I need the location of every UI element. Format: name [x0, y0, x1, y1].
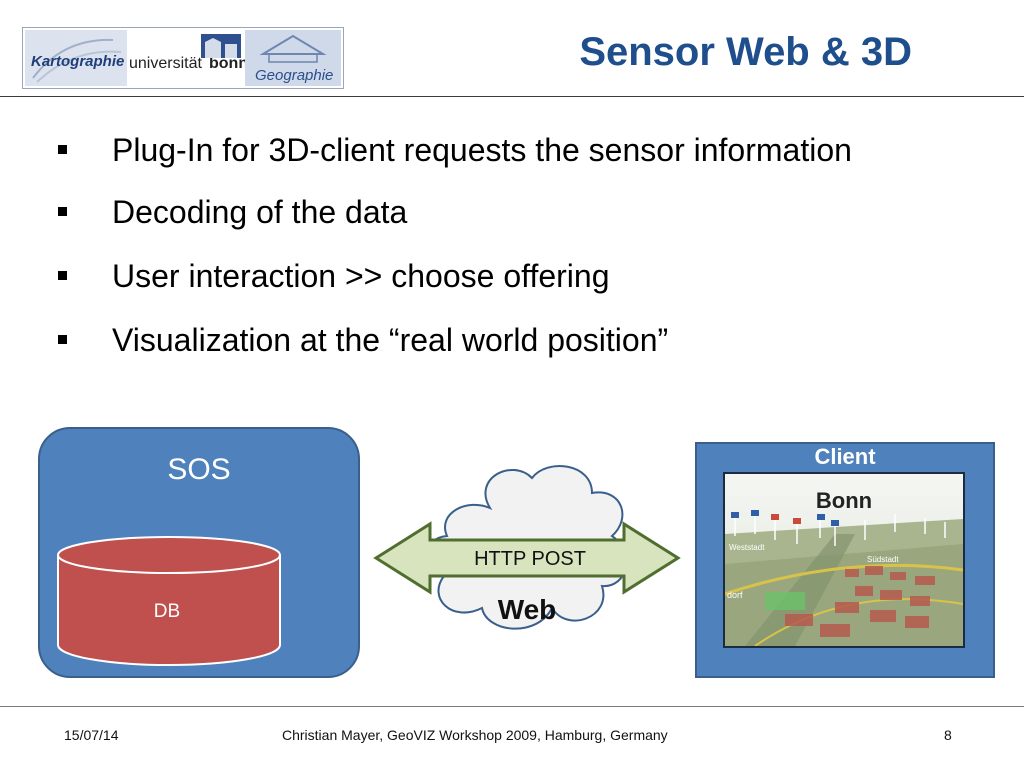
- logo-geographie-text: Geographie: [255, 67, 333, 84]
- bullet-square-icon: [58, 207, 67, 216]
- web-label: Web: [497, 594, 557, 625]
- header-divider: [0, 96, 1024, 97]
- bullet-item: User interaction >> choose offering: [58, 256, 958, 296]
- double-arrow-icon: [373, 521, 681, 595]
- bullet-text: Visualization at the “real world positio…: [112, 322, 669, 358]
- map-place-label: Südstadt: [867, 555, 899, 564]
- database-cylinder-icon: [57, 536, 281, 666]
- map-place-label: Weststadt: [729, 543, 765, 552]
- sensor-marker-icon: [731, 510, 839, 526]
- bullet-square-icon: [58, 271, 67, 280]
- footer-date: 15/07/14: [64, 727, 119, 743]
- 3d-city-map-screenshot: Weststadt Südstadt dorf Bonn: [723, 472, 965, 648]
- bullet-text: User interaction >> choose offering: [112, 258, 610, 294]
- client-label: Client: [814, 444, 876, 469]
- bullet-item: Plug-In for 3D-client requests the senso…: [58, 130, 958, 170]
- bullet-text: Decoding of the data: [112, 194, 408, 230]
- bullet-item: Visualization at the “real world positio…: [58, 320, 958, 360]
- bullet-square-icon: [58, 145, 67, 154]
- bullet-text: Plug-In for 3D-client requests the senso…: [112, 132, 852, 168]
- logo-kartographie-text: Kartographie: [31, 53, 124, 70]
- logo-university-text: universität: [129, 55, 202, 72]
- footer-divider: [0, 706, 1024, 707]
- logo-bonn-text: bonn: [209, 55, 248, 72]
- slide-title: Sensor Web & 3D: [579, 30, 912, 74]
- university-logo: Kartographie universität bonn Geographie: [22, 27, 344, 89]
- http-post-label: HTTP POST: [474, 548, 586, 570]
- web-cloud-diagram: [373, 465, 681, 630]
- footer-credit: Christian Mayer, GeoVIZ Workshop 2009, H…: [282, 727, 668, 743]
- bullet-item: Decoding of the data: [58, 192, 958, 232]
- bullet-list: Plug-In for 3D-client requests the senso…: [58, 130, 958, 384]
- db-label: DB: [153, 601, 181, 622]
- map-place-label: dorf: [727, 590, 743, 600]
- bullet-square-icon: [58, 335, 67, 344]
- page-number: 8: [944, 727, 952, 743]
- map-city-label: Bonn: [815, 488, 873, 513]
- geographie-logo-panel: [245, 30, 341, 86]
- sos-label: SOS: [167, 453, 231, 486]
